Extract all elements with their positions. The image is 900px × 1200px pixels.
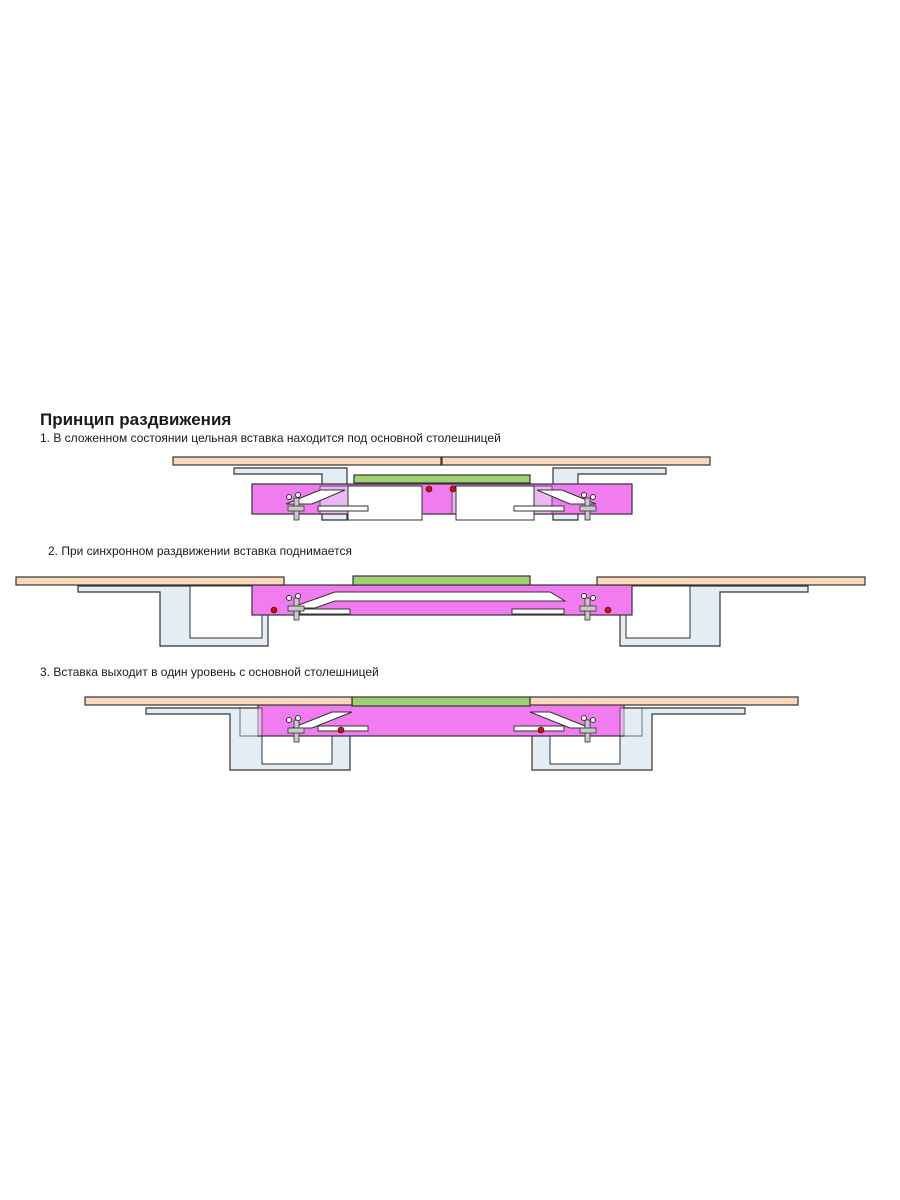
insert-panel [352, 575, 531, 586]
lever-left [285, 489, 346, 505]
roller [295, 715, 301, 721]
slide-bar-left [317, 505, 369, 512]
roller [590, 494, 596, 500]
tabletop-right [529, 696, 799, 706]
lever-right [536, 489, 597, 505]
nut-right [579, 727, 597, 734]
roller [286, 595, 292, 601]
guide-left [239, 707, 263, 737]
stage-2-diagram [15, 575, 866, 647]
pivot-pin [337, 726, 345, 734]
guide-right [619, 707, 643, 737]
diagram-title: Принцип раздвижения [40, 410, 232, 429]
step-2-caption: 2. При синхронном раздвижении вставка по… [48, 544, 352, 558]
slide-bar-left [299, 608, 351, 615]
lever-right [529, 711, 591, 729]
roller [581, 593, 587, 599]
pivot-pin [537, 726, 545, 734]
nut-right [579, 505, 597, 512]
nut-left [287, 605, 305, 612]
stage-1-diagram [172, 456, 711, 521]
slide-bar-right [511, 608, 565, 615]
roller [295, 492, 301, 498]
lever-left [291, 711, 353, 729]
lever-left [289, 591, 567, 609]
roller [295, 593, 301, 599]
roller [590, 717, 596, 723]
nut-left [287, 505, 305, 512]
nut-left [287, 727, 305, 734]
tabletop-right [596, 576, 866, 586]
step-3-caption: 3. Вставка выходит в один уровень с осно… [40, 665, 379, 679]
stage-3-diagram [84, 696, 799, 771]
roller [581, 492, 587, 498]
step-1-caption: 1. В сложенном состоянии цельная вставка… [40, 431, 501, 445]
insert-panel [351, 696, 531, 707]
rail-slot-right [625, 585, 691, 639]
tabletop-left [15, 576, 285, 586]
center-slot-right [455, 485, 535, 521]
roller [581, 715, 587, 721]
pivot-pin [270, 606, 278, 614]
tabletop-right [441, 456, 711, 466]
slide-bar-right [513, 505, 565, 512]
tabletop-left [172, 456, 442, 466]
roller [590, 595, 596, 601]
rail-slot-left [189, 585, 263, 639]
pivot-pin [425, 485, 433, 493]
insert-panel [353, 474, 531, 484]
pivot-pin [604, 606, 612, 614]
tabletop-left [84, 696, 353, 706]
center-slot-left [347, 485, 423, 521]
roller [286, 717, 292, 723]
pivot-pin [449, 485, 457, 493]
nut-right [579, 605, 597, 612]
roller [286, 494, 292, 500]
